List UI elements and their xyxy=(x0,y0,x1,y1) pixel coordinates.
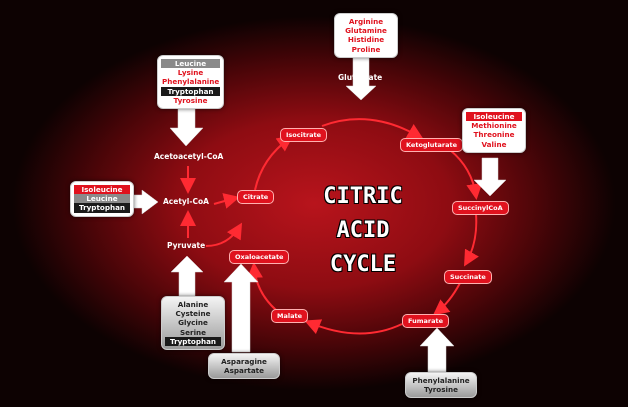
source-glutamine: Glutamine xyxy=(345,26,387,36)
source-phenylalanine: Phenylalanine xyxy=(162,77,220,87)
succinate-node: Succinate xyxy=(444,270,492,284)
acetyl-coa-label: Acetyl-CoA xyxy=(163,197,209,206)
oxaloacetate-sources-box: Asparagine Aspartate xyxy=(208,353,280,380)
arc-malate-oxaloacetate xyxy=(246,262,277,311)
source-phenylalanine: Phenylalanine xyxy=(412,376,470,385)
arc-isocitrate-ketoglutarate xyxy=(321,118,424,140)
title-line-1: CITRIC xyxy=(323,184,403,209)
arrow-to-oxaloacetate xyxy=(223,263,259,353)
title-line-3: CYCLE xyxy=(329,252,397,277)
oxaloacetate-node: Oxaloacetate xyxy=(229,250,290,264)
fumarate-node: Fumarate xyxy=(402,314,450,328)
isocitrate-node: Isocitrate xyxy=(280,128,328,142)
arc-pyruvate-citrate xyxy=(205,222,243,247)
source-histidine: Histidine xyxy=(347,35,385,45)
source-proline: Proline xyxy=(351,44,381,54)
arc-acetyl-citrate xyxy=(213,193,240,209)
source-lysine: Lysine xyxy=(177,68,204,78)
arc-succinyl-succinate xyxy=(464,213,479,267)
citrate-node: Citrate xyxy=(237,190,275,204)
source-tryptophan: Tryptophan xyxy=(74,203,130,213)
fumarate-sources-box: Phenylalanine Tyrosine xyxy=(405,372,477,399)
arrow-to-fumarate xyxy=(419,327,455,373)
source-threonine: Threonine xyxy=(473,130,515,140)
source-glycine: Glycine xyxy=(178,318,208,328)
arrow-to-glutamate xyxy=(345,55,377,101)
arc-ketoglutarate-succinyl xyxy=(449,149,483,200)
acetoacetyl-sources-box: Leucine Lysine Phenylalanine Tryptophan … xyxy=(157,55,224,110)
source-valine: Valine xyxy=(481,139,507,149)
source-isoleucine: Isoleucine xyxy=(466,112,522,122)
source-isoleucine: Isoleucine xyxy=(74,185,130,195)
pyruvate-sources-box: Alanine Cysteine Glycine Serine Tryptoph… xyxy=(161,296,225,351)
succinyl-sources-box: Isoleucine Methionine Threonine Valine xyxy=(462,108,526,153)
pyruvate-label: Pyruvate xyxy=(167,241,206,250)
source-leucine: Leucine xyxy=(161,59,220,69)
title-line-2: ACID xyxy=(336,218,390,243)
arc-citrate-isocitrate xyxy=(254,135,294,191)
succinylcoa-node: SuccinylCoA xyxy=(452,201,509,215)
source-methionine: Methionine xyxy=(471,121,517,131)
source-tryptophan: Tryptophan xyxy=(165,336,221,347)
glutamate-sources-box: Arginine Glutamine Histidine Proline xyxy=(334,13,398,58)
cycle-title: CITRIC ACID CYCLE xyxy=(316,180,410,282)
source-tyrosine: Tyrosine xyxy=(173,95,208,105)
arc-succinate-fumarate xyxy=(432,282,461,316)
source-tyrosine: Tyrosine xyxy=(424,385,458,395)
arc-fumarate-malate xyxy=(304,319,403,335)
glutamate-label: Glutamate xyxy=(338,73,383,82)
arrow-to-pyruvate xyxy=(170,255,204,297)
source-alanine: Alanine xyxy=(177,300,209,309)
acetyl-sources-box: Isoleucine Leucine Tryptophan xyxy=(70,181,134,217)
source-aspartate: Aspartate xyxy=(224,366,264,376)
malate-node: Malate xyxy=(271,309,308,323)
arrow-to-acetoacetyl xyxy=(169,105,204,147)
source-tryptophan: Tryptophan xyxy=(161,86,220,96)
arrow-to-succinyl xyxy=(473,157,507,197)
source-asparagine: Asparagine xyxy=(221,357,267,366)
source-leucine: Leucine xyxy=(74,194,130,204)
source-cysteine: Cysteine xyxy=(175,309,211,319)
source-arginine: Arginine xyxy=(348,17,384,26)
source-serine: Serine xyxy=(179,327,207,337)
ketoglutarate-node: Ketoglutarate xyxy=(400,138,464,152)
acetoacetyl-coa-label: Acetoacetyl-CoA xyxy=(154,152,224,161)
